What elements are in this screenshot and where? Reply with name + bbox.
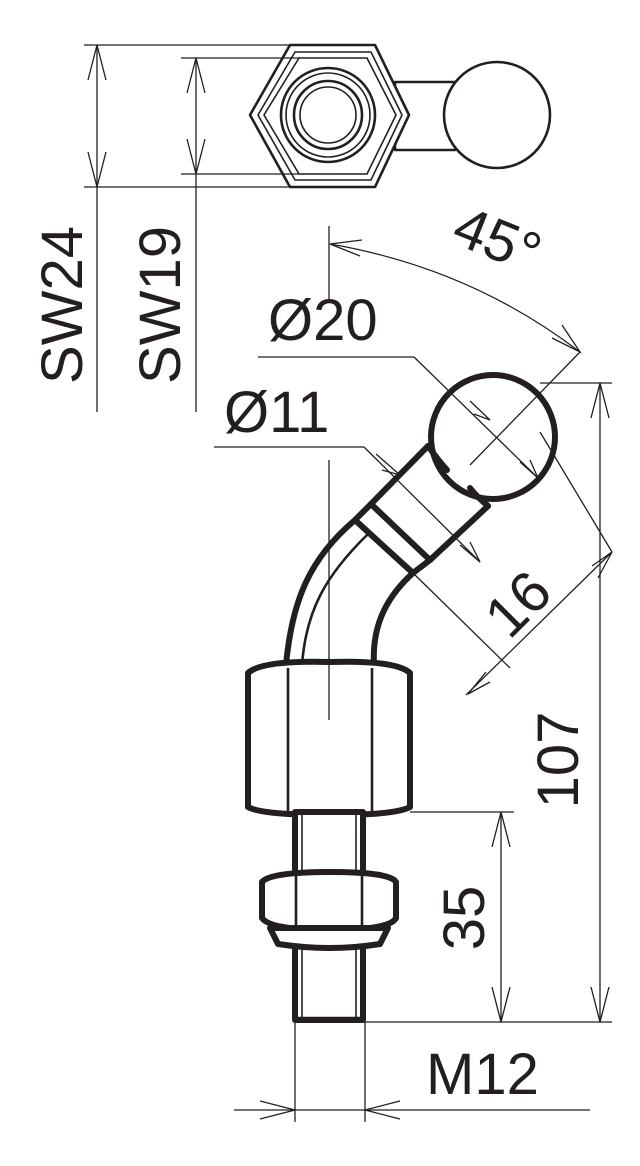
top-view-hex-inner-2 xyxy=(263,57,397,175)
len107-label: 107 xyxy=(526,712,591,809)
top-view-bore-inner xyxy=(292,79,364,151)
top-view-ball xyxy=(442,60,552,170)
sw19-label: SW19 xyxy=(128,226,193,384)
len16-label: 16 xyxy=(472,558,564,650)
top-view-hex-inner xyxy=(257,51,403,181)
sw-dimensions: SW24 SW19 xyxy=(30,44,299,412)
top-view-bore-outer xyxy=(279,66,377,164)
top-view-bore-core xyxy=(299,86,357,144)
len107-dimension: 107 xyxy=(526,382,612,1023)
body-hex-nut xyxy=(245,658,413,818)
dia20-label: Ø20 xyxy=(268,288,378,353)
angle-label: 45° xyxy=(444,193,550,286)
len35-dimension: 35 xyxy=(363,811,612,1023)
dia20-dimension: Ø20 xyxy=(258,288,539,479)
lock-nut xyxy=(259,869,399,951)
side-view xyxy=(245,372,558,1023)
dia11-label: Ø11 xyxy=(224,380,329,445)
ball xyxy=(428,372,558,502)
top-view xyxy=(248,43,552,189)
dia11-dimension: Ø11 xyxy=(214,380,481,563)
top-view-hex-outer xyxy=(248,43,411,189)
top-view-bore-mid xyxy=(285,72,371,158)
sw24-label: SW24 xyxy=(30,226,95,384)
thread-label: M12 xyxy=(426,1042,539,1107)
thread-dimension: M12 xyxy=(234,1022,590,1122)
len35-label: 35 xyxy=(432,886,497,951)
